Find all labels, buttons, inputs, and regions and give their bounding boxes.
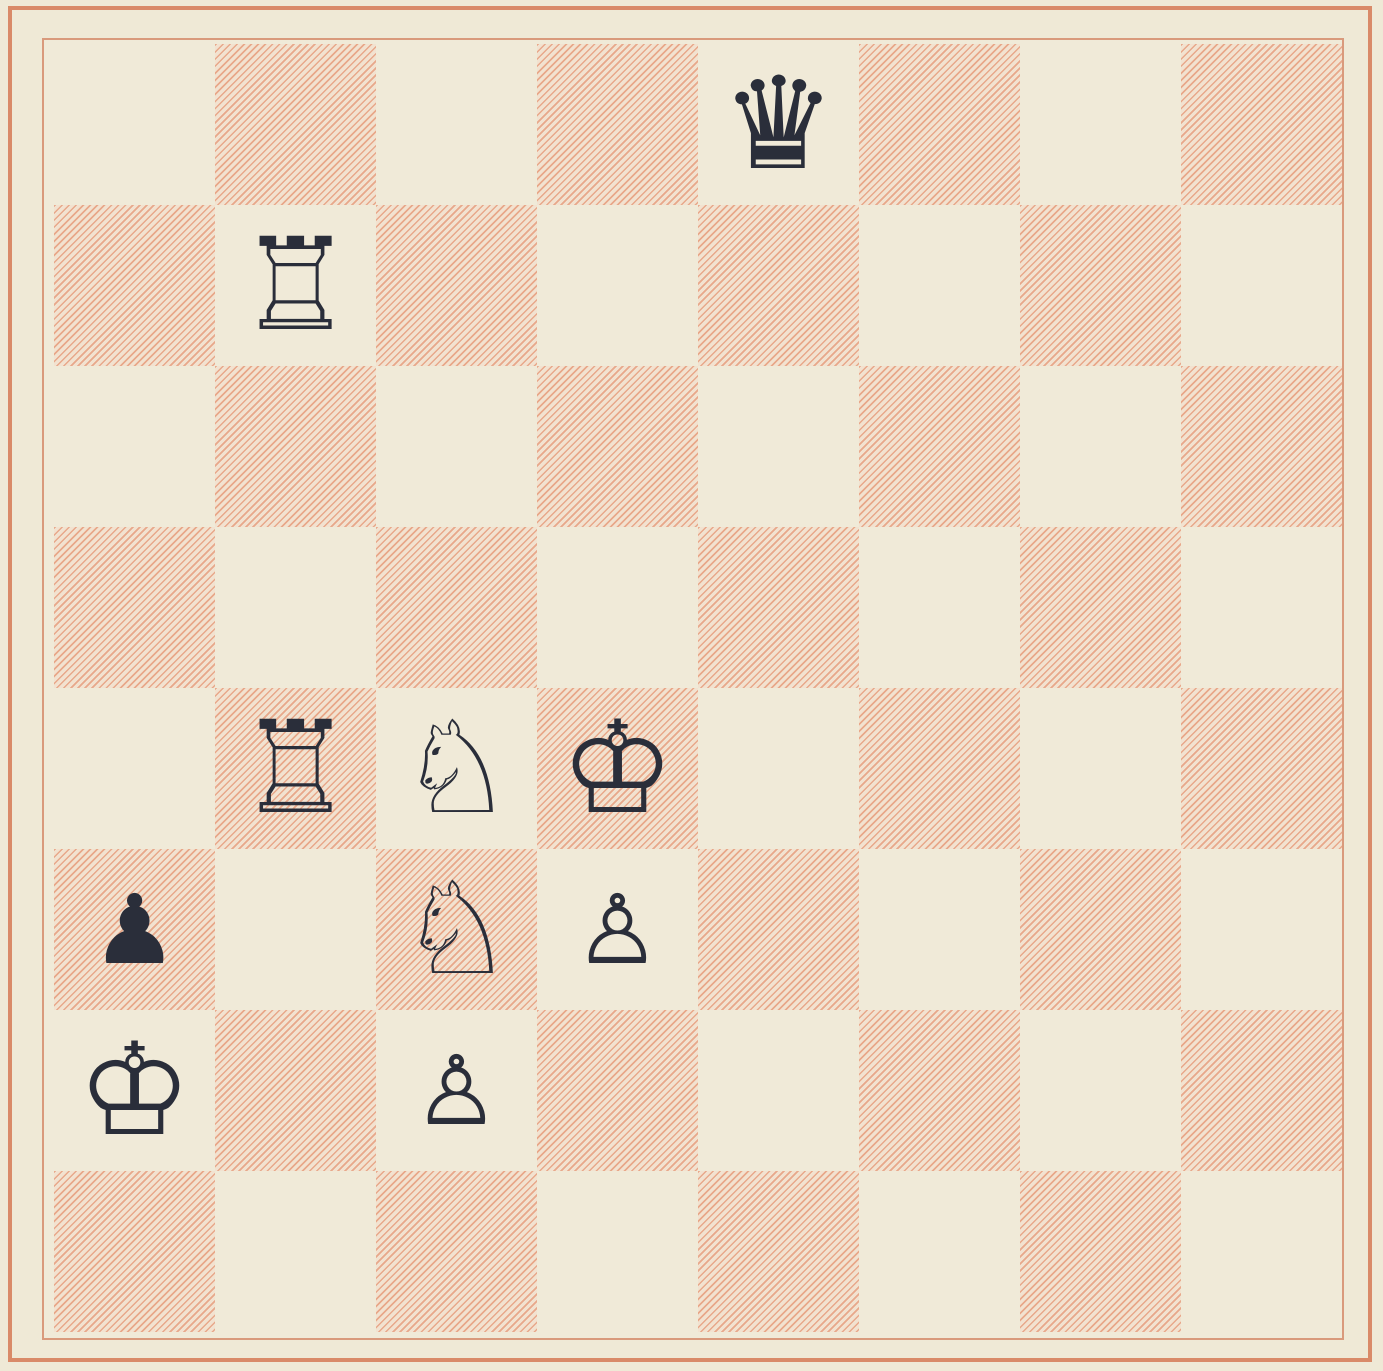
square-g7[interactable] — [1020, 205, 1181, 366]
black-king-a2[interactable]: ♔ — [77, 1027, 192, 1155]
square-f7[interactable] — [859, 205, 1020, 366]
square-a3[interactable]: ♟ — [54, 849, 215, 1010]
square-a4[interactable] — [54, 688, 215, 849]
white-pawn-d3[interactable]: ♙ — [574, 882, 660, 978]
square-e7[interactable] — [698, 205, 859, 366]
square-e2[interactable] — [698, 1010, 859, 1171]
square-e6[interactable] — [698, 366, 859, 527]
square-b2[interactable] — [215, 1010, 376, 1171]
white-rook-b7[interactable]: ♖ — [238, 222, 353, 350]
square-h1[interactable] — [1181, 1171, 1342, 1332]
square-g4[interactable] — [1020, 688, 1181, 849]
square-a5[interactable] — [54, 527, 215, 688]
white-king-d4[interactable]: ♔ — [560, 705, 675, 833]
square-b3[interactable] — [215, 849, 376, 1010]
square-b1[interactable] — [215, 1171, 376, 1332]
square-a1[interactable] — [54, 1171, 215, 1332]
square-c2[interactable]: ♙ — [376, 1010, 537, 1171]
square-g2[interactable] — [1020, 1010, 1181, 1171]
square-d5[interactable] — [537, 527, 698, 688]
square-f6[interactable] — [859, 366, 1020, 527]
square-g6[interactable] — [1020, 366, 1181, 527]
square-b7[interactable]: ♖ — [215, 205, 376, 366]
square-c8[interactable] — [376, 44, 537, 205]
square-h4[interactable] — [1181, 688, 1342, 849]
square-d8[interactable] — [537, 44, 698, 205]
square-g8[interactable] — [1020, 44, 1181, 205]
square-e3[interactable] — [698, 849, 859, 1010]
square-a2[interactable]: ♔ — [54, 1010, 215, 1171]
square-h2[interactable] — [1181, 1010, 1342, 1171]
black-queen-e8[interactable]: ♛ — [721, 61, 836, 189]
square-c7[interactable] — [376, 205, 537, 366]
square-h8[interactable] — [1181, 44, 1342, 205]
square-c3[interactable]: ♘ — [376, 849, 537, 1010]
white-knight-c4[interactable]: ♘ — [399, 705, 514, 833]
square-a7[interactable] — [54, 205, 215, 366]
square-e8[interactable]: ♛ — [698, 44, 859, 205]
square-b6[interactable] — [215, 366, 376, 527]
square-d3[interactable]: ♙ — [537, 849, 698, 1010]
square-f2[interactable] — [859, 1010, 1020, 1171]
chess-board: ♛ ♖ ♖ ♘ ♔ ♟ ♘ ♙ ♔ ♙ — [54, 44, 1342, 1332]
white-knight-c3[interactable]: ♘ — [399, 866, 514, 994]
square-d2[interactable] — [537, 1010, 698, 1171]
square-h5[interactable] — [1181, 527, 1342, 688]
white-rook-b4[interactable]: ♖ — [238, 705, 353, 833]
square-h7[interactable] — [1181, 205, 1342, 366]
square-f4[interactable] — [859, 688, 1020, 849]
square-g3[interactable] — [1020, 849, 1181, 1010]
square-a6[interactable] — [54, 366, 215, 527]
square-c4[interactable]: ♘ — [376, 688, 537, 849]
square-d6[interactable] — [537, 366, 698, 527]
square-e1[interactable] — [698, 1171, 859, 1332]
square-a8[interactable] — [54, 44, 215, 205]
square-b8[interactable] — [215, 44, 376, 205]
square-g5[interactable] — [1020, 527, 1181, 688]
square-d1[interactable] — [537, 1171, 698, 1332]
square-c1[interactable] — [376, 1171, 537, 1332]
square-h6[interactable] — [1181, 366, 1342, 527]
square-f1[interactable] — [859, 1171, 1020, 1332]
square-h3[interactable] — [1181, 849, 1342, 1010]
square-f3[interactable] — [859, 849, 1020, 1010]
square-f5[interactable] — [859, 527, 1020, 688]
black-pawn-a3[interactable]: ♟ — [91, 882, 177, 978]
square-d4[interactable]: ♔ — [537, 688, 698, 849]
square-e4[interactable] — [698, 688, 859, 849]
square-f8[interactable] — [859, 44, 1020, 205]
square-c5[interactable] — [376, 527, 537, 688]
square-d7[interactable] — [537, 205, 698, 366]
square-c6[interactable] — [376, 366, 537, 527]
square-b4[interactable]: ♖ — [215, 688, 376, 849]
square-e5[interactable] — [698, 527, 859, 688]
square-b5[interactable] — [215, 527, 376, 688]
white-pawn-c2[interactable]: ♙ — [413, 1043, 499, 1139]
square-g1[interactable] — [1020, 1171, 1181, 1332]
